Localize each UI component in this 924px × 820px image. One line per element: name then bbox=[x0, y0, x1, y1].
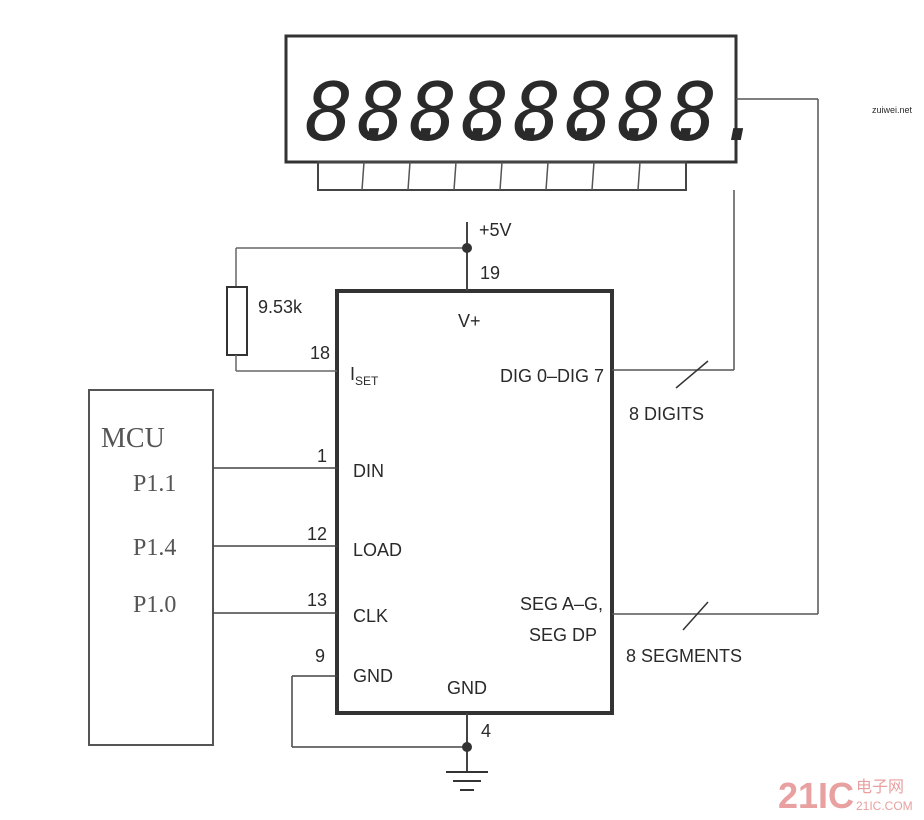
pin-iset: 18 bbox=[310, 343, 330, 363]
display-digit: 8. bbox=[617, 66, 713, 159]
watermark-cn: 电子网 bbox=[856, 778, 904, 796]
seg-label-2: SEG DP bbox=[529, 625, 597, 645]
clk-label: CLK bbox=[353, 606, 388, 626]
power-junction bbox=[462, 243, 472, 253]
seven-segment-display: 8.8.8.8.8.8.8.8. bbox=[284, 34, 765, 191]
display-digit: 8. bbox=[305, 66, 401, 159]
connector-pin bbox=[545, 161, 549, 191]
display-digit: 8. bbox=[565, 66, 661, 159]
iset-label: ISET bbox=[350, 364, 379, 388]
digit-bus-slash bbox=[675, 360, 709, 389]
ground-net: 9 4 bbox=[291, 646, 491, 791]
connector-pin bbox=[453, 161, 457, 191]
mcu-port-p1-1: P1.1 bbox=[133, 471, 176, 497]
resistor bbox=[226, 286, 248, 356]
display-digit: 8. bbox=[409, 66, 505, 159]
pin-vplus: 19 bbox=[480, 263, 500, 283]
ground-symbol-icon bbox=[446, 771, 488, 791]
segment-bus-slash bbox=[682, 601, 709, 631]
gnd-left-label: GND bbox=[353, 666, 393, 686]
connector-pin bbox=[637, 161, 641, 191]
gnd-bottom-label: GND bbox=[447, 678, 487, 698]
resistor-label: 9.53k bbox=[258, 297, 303, 317]
display-digit: 8. bbox=[513, 66, 609, 159]
mcu-port-p1-4: P1.4 bbox=[133, 535, 176, 561]
pin-load: 12 bbox=[307, 524, 327, 544]
power-label: +5V bbox=[479, 220, 512, 240]
mcu-block: MCU P1.1 P1.4 P1.0 bbox=[88, 389, 214, 746]
dig-label: DIG 0–DIG 7 bbox=[500, 366, 604, 386]
seg-label-1: SEG A–G, bbox=[520, 594, 603, 614]
iset-resistor-net: 9.53k 18 bbox=[226, 248, 337, 372]
watermark-logo-text: 21IC bbox=[778, 775, 854, 816]
watermark-url: 21IC.COM bbox=[856, 799, 913, 813]
watermark-top: zuiwei.net bbox=[872, 105, 913, 115]
display-digit: 8. bbox=[461, 66, 557, 159]
watermark-logo: 21IC 电子网 21IC.COM bbox=[778, 775, 913, 816]
load-label: LOAD bbox=[353, 540, 402, 560]
watermark-sub: zuiwei.net bbox=[872, 105, 913, 115]
digit-bus: 8 DIGITS bbox=[612, 190, 735, 424]
driver-chip bbox=[335, 289, 614, 715]
digits-bus-label: 8 DIGITS bbox=[629, 404, 704, 424]
segments-bus-label: 8 SEGMENTS bbox=[626, 646, 742, 666]
pin-gnd-bottom: 4 bbox=[481, 721, 491, 741]
din-label: DIN bbox=[353, 461, 384, 481]
display-digit: 8. bbox=[357, 66, 453, 159]
mcu-title: MCU bbox=[101, 423, 165, 454]
ground-junction bbox=[462, 742, 472, 752]
connector-pin bbox=[361, 161, 365, 191]
pin-din: 1 bbox=[317, 446, 327, 466]
connector-pin bbox=[591, 161, 595, 191]
display-digit: 8. bbox=[669, 66, 765, 159]
display-digits: 8.8.8.8.8.8.8.8. bbox=[305, 66, 765, 159]
mcu-port-p1-0: P1.0 bbox=[133, 592, 176, 618]
power-net: +5V 19 bbox=[236, 220, 512, 291]
pin-gnd-left: 9 bbox=[315, 646, 325, 666]
signal-wires: 1 12 13 bbox=[213, 446, 337, 614]
mcu-box bbox=[88, 389, 214, 746]
pin-clk: 13 bbox=[307, 590, 327, 610]
connector-pin bbox=[407, 161, 411, 191]
display-connector-pins bbox=[361, 161, 641, 191]
vplus-label: V+ bbox=[458, 311, 481, 331]
segment-bus: 8 SEGMENTS bbox=[612, 98, 819, 666]
connector-pin bbox=[499, 161, 503, 191]
